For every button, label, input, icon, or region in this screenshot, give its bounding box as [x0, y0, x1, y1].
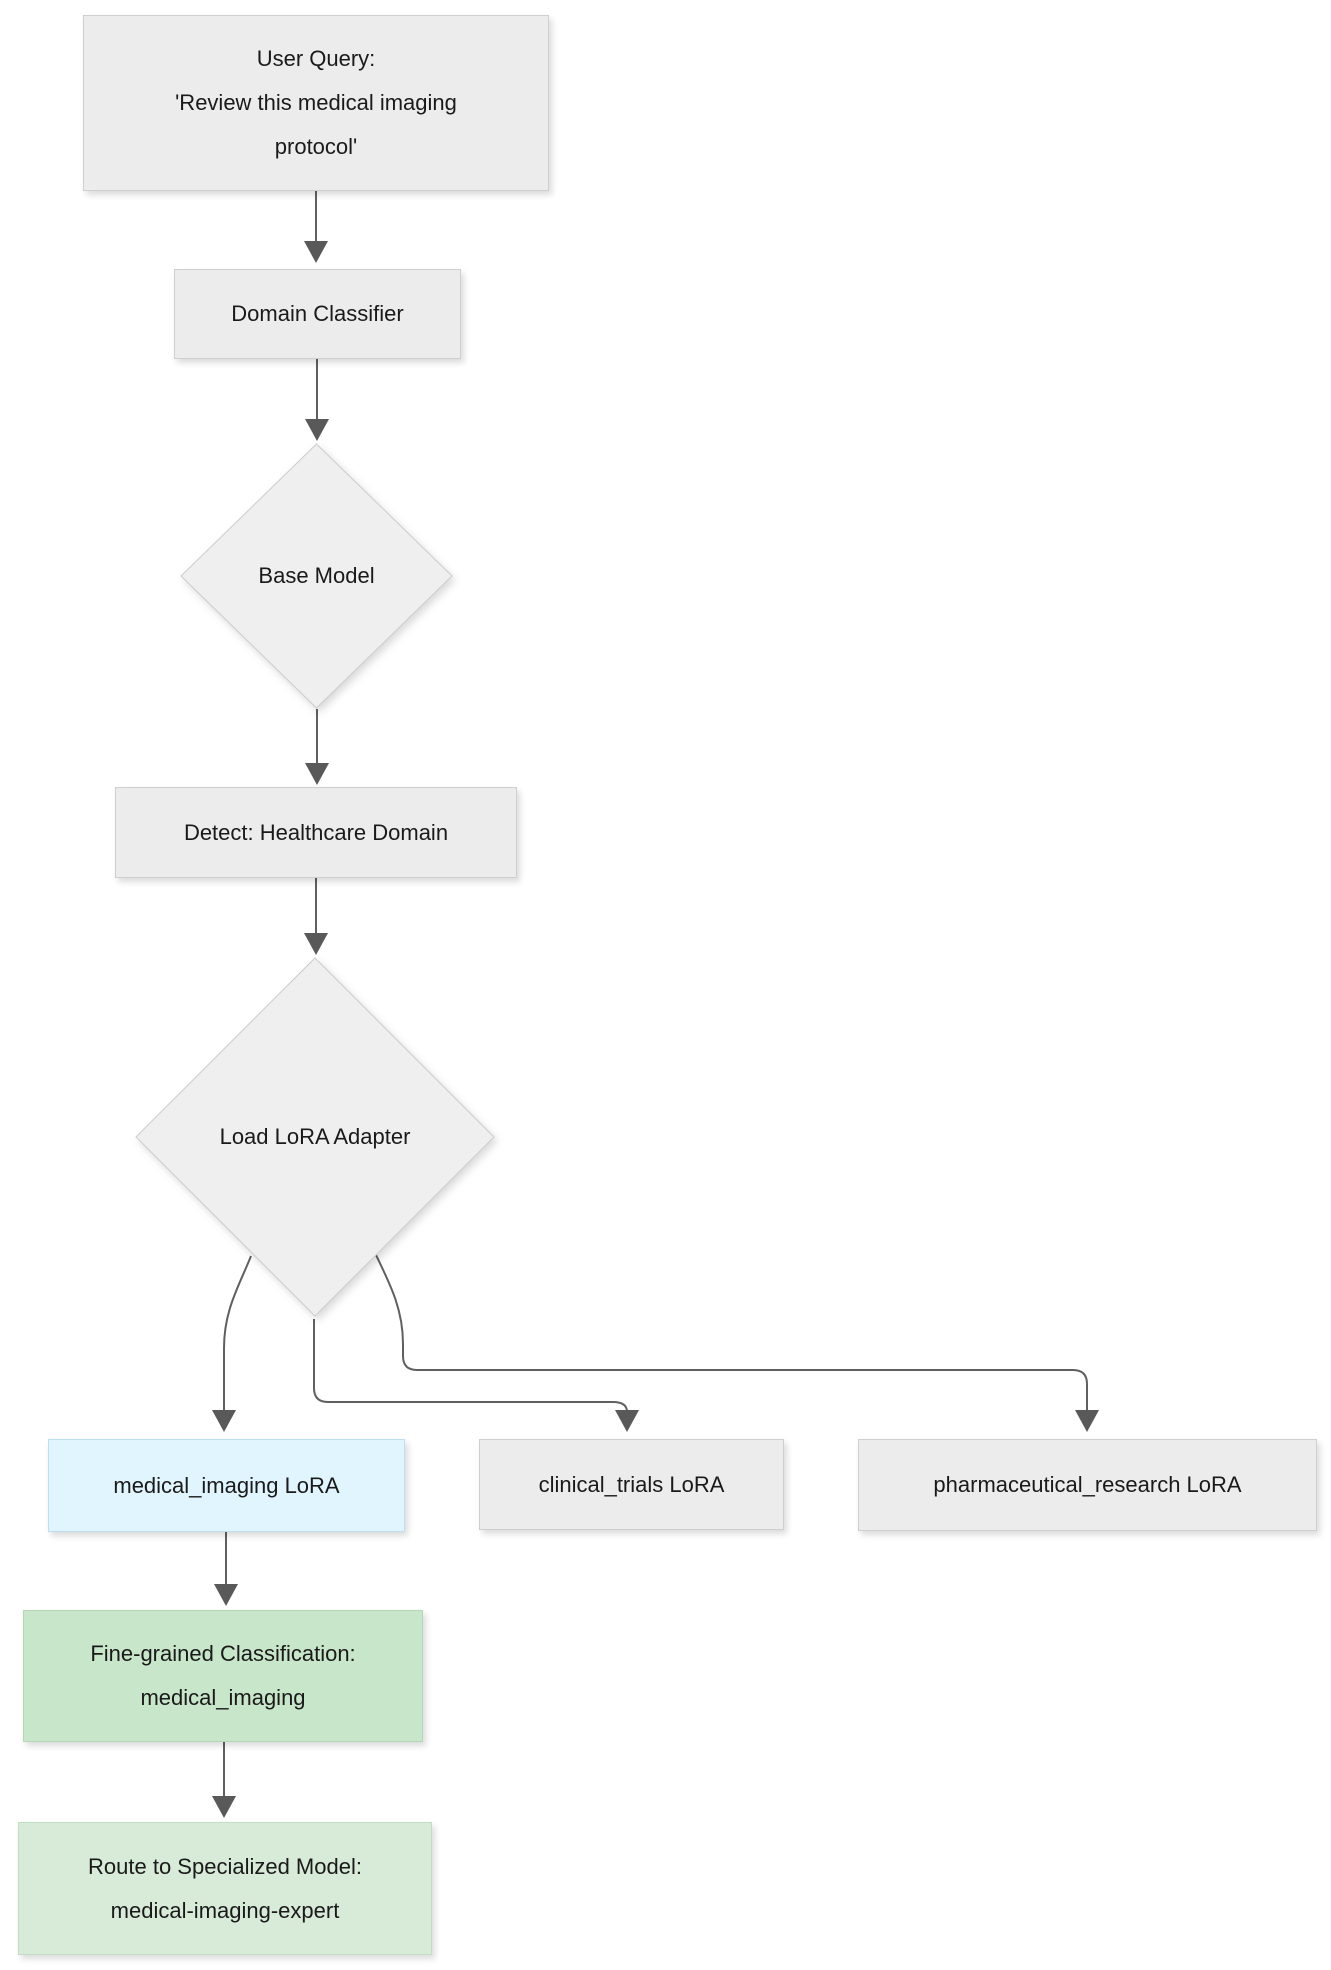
- arrowhead-icon: [305, 419, 329, 441]
- node-route-line2: medical-imaging-expert: [110, 1897, 340, 1923]
- node-medical-imaging-lora: medical_imaging LoRA: [48, 1439, 405, 1532]
- arrowhead-icon: [212, 1410, 236, 1432]
- node-medical-imaging-lora-label: medical_imaging LoRA: [113, 1472, 340, 1498]
- node-fine-grained-line2: medical_imaging: [140, 1685, 306, 1710]
- node-domain-classifier: Domain Classifier: [174, 269, 461, 359]
- node-clinical-trials-lora-label: clinical_trials LoRA: [538, 1471, 725, 1497]
- node-domain-classifier-label: Domain Classifier: [231, 301, 404, 326]
- diamond-shape-icon: [180, 443, 453, 709]
- diamond-shape-icon: [135, 957, 495, 1317]
- node-load-lora-adapter-label: Load LoRA Adapter: [219, 1124, 411, 1149]
- arrowhead-icon: [214, 1584, 238, 1606]
- arrowhead-icon: [305, 763, 329, 785]
- arrowhead-icon: [615, 1410, 639, 1432]
- edge-load-lora-to-medical-imaging: [223, 1255, 252, 1410]
- arrowhead-icon: [1075, 1410, 1099, 1432]
- node-fine-grained-line1: Fine-grained Classification:: [90, 1641, 356, 1666]
- node-pharmaceutical-research-lora-label: pharmaceutical_research LoRA: [933, 1472, 1242, 1497]
- node-pharmaceutical-research-lora: pharmaceutical_research LoRA: [858, 1439, 1317, 1531]
- node-base-model: Base Model: [180, 443, 453, 709]
- node-route-line1: Route to Specialized Model:: [88, 1853, 362, 1879]
- node-user-query-line2: 'Review this medical imaging protocol': [175, 90, 457, 159]
- node-clinical-trials-lora: clinical_trials LoRA: [479, 1439, 784, 1530]
- node-base-model-label: Base Model: [258, 563, 375, 588]
- edge-load-lora-to-pharmaceutical-research: [375, 1254, 1088, 1410]
- node-route-to-specialized-model: Route to Specialized Model: medical-imag…: [18, 1822, 432, 1955]
- edge-load-lora-to-clinical-trials: [313, 1319, 628, 1413]
- node-user-query: User Query: 'Review this medical imaging…: [83, 15, 549, 191]
- node-detect-healthcare-domain: Detect: Healthcare Domain: [115, 787, 517, 878]
- arrowhead-icon: [304, 241, 328, 263]
- arrowhead-icon: [304, 933, 328, 955]
- node-user-query-line1: User Query:: [256, 46, 376, 71]
- node-fine-grained-classification: Fine-grained Classification: medical_ima…: [23, 1610, 423, 1742]
- node-detect-label: Detect: Healthcare Domain: [183, 819, 449, 845]
- node-load-lora-adapter: Load LoRA Adapter: [135, 957, 495, 1317]
- arrowhead-icon: [212, 1796, 236, 1818]
